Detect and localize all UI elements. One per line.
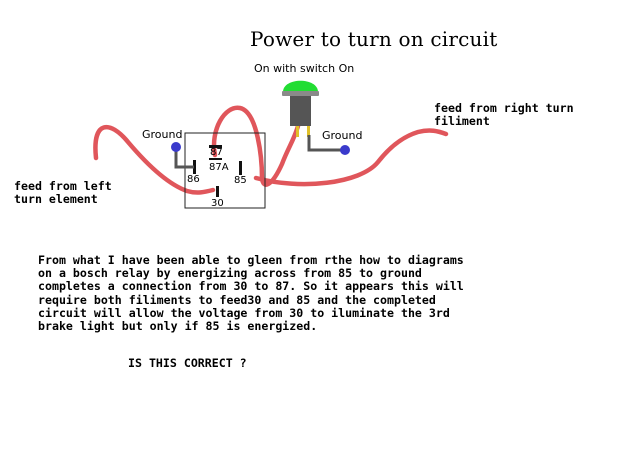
- diagram-title: Power to turn on circuit: [250, 27, 498, 51]
- switch-collar: [282, 91, 319, 96]
- switch-lug-right: [307, 126, 310, 137]
- upper-loop-wire: [211, 105, 301, 187]
- ground-label-right: Ground: [322, 129, 363, 142]
- left-ground-wire: [174, 148, 194, 169]
- switch-body: [290, 96, 311, 126]
- right-feed-wire: [253, 128, 449, 187]
- left-ground-dot: [171, 142, 181, 152]
- paragraph-line: From what I have been able to gleen from…: [38, 253, 464, 267]
- paragraph-line: circuit will allow the voltage from 30 t…: [38, 305, 450, 320]
- explanation-paragraph: From what I have been able to gleen from…: [38, 253, 598, 334]
- pin-86-terminal: [193, 160, 196, 174]
- left-feed-label-line1: feed from left: [14, 179, 112, 193]
- pin-30-label: 30: [211, 198, 224, 209]
- switch-lug-left: [296, 126, 299, 137]
- pin-85-label: 85: [234, 175, 247, 186]
- ground-label-left: Ground: [142, 128, 183, 141]
- question-text: IS THIS CORRECT ?: [128, 356, 247, 370]
- right-ground-dot: [340, 145, 350, 155]
- switch-label: On with switch On: [254, 62, 355, 75]
- right-ground-wire: [307, 135, 343, 152]
- pin-85-terminal: [239, 161, 242, 175]
- pin-87a-label: 87A: [209, 162, 229, 173]
- pin-30-terminal: [216, 186, 219, 197]
- relay-box: [184, 132, 266, 209]
- switch-light-icon: [283, 80, 318, 92]
- left-feed-label-line2: turn element: [14, 192, 98, 206]
- pin-87-label: 87: [210, 147, 223, 158]
- left-feed-wire: [93, 124, 216, 195]
- pin-86-label: 86: [187, 174, 200, 185]
- paragraph-line: require both filiments to feed30 and 85 …: [38, 292, 436, 307]
- pin-87a-terminal: [209, 158, 222, 160]
- right-feed-label-line1: feed from right turn: [434, 101, 574, 115]
- paragraph-line: completes a connection from 30 to 87. So…: [38, 279, 464, 294]
- pin-87-terminal: [209, 145, 222, 148]
- right-feed-label-line2: filiment: [434, 114, 490, 128]
- paragraph-line: brake light but only if 85 is energized.: [38, 319, 318, 334]
- paragraph-line: on a bosch relay by energizing across fr…: [38, 266, 422, 281]
